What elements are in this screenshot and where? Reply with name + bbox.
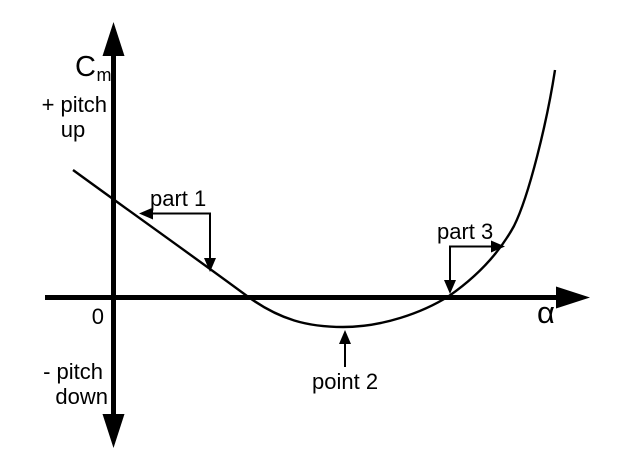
- pitch-up-label-line2: up: [61, 117, 85, 142]
- part1-label: part 1: [150, 186, 206, 211]
- alpha-axis-label: α: [537, 295, 555, 330]
- pitch-down-label-line2: down: [55, 384, 108, 409]
- part1-down-arrowhead: [204, 258, 216, 272]
- cm-axis-symbol: C: [75, 51, 96, 83]
- pitch-up-label-line1: + pitch: [42, 92, 107, 117]
- cm-axis-subscript: m: [97, 65, 112, 85]
- cm-curve: [72, 69, 557, 329]
- point2-up-arrowhead: [339, 330, 351, 344]
- pitch-down-label-line1: - pitch: [43, 359, 103, 384]
- part3-right-arrowhead: [491, 240, 505, 253]
- part1-bracket: [143, 212, 211, 267]
- point2-label: point 2: [312, 369, 378, 394]
- y-axis-down-arrowhead: [102, 414, 125, 448]
- part3-label: part 3: [437, 219, 493, 244]
- part3-bracket: [449, 245, 500, 290]
- part3-down-arrowhead: [444, 280, 456, 294]
- y-axis-up-arrowhead: [102, 22, 125, 56]
- part1-left-arrowhead: [139, 207, 153, 220]
- origin-label: 0: [92, 304, 104, 329]
- x-axis-arrowhead: [556, 286, 590, 309]
